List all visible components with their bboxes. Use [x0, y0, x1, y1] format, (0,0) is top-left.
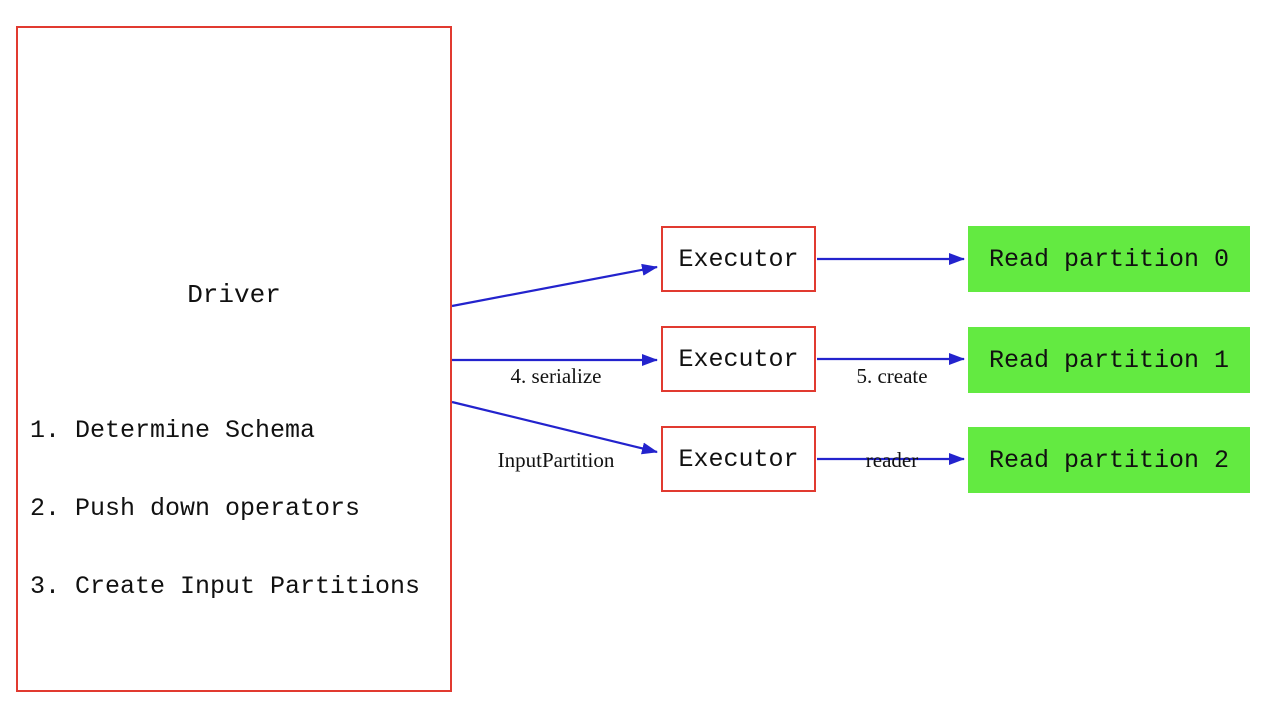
edge-label-serialize-line1: 4. serialize: [510, 364, 602, 388]
arrow-driver-to-executor-1: [451, 263, 658, 308]
executor-box-3: Executor: [661, 426, 816, 492]
read-partition-label-2: Read partition 2: [988, 445, 1230, 475]
edge-label-create-reader-line1: 5. create: [856, 364, 928, 388]
read-partition-box-2: Read partition 2: [968, 427, 1250, 493]
read-partition-box-1: Read partition 1: [968, 327, 1250, 393]
edge-label-serialize-inputpartition: 4. serialize InputPartition: [498, 306, 615, 530]
edge-label-create-reader: 5. create reader: [856, 306, 927, 530]
driver-steps-list: 1. Determine Schema 2. Push down operato…: [30, 366, 420, 652]
driver-step-1: 1. Determine Schema: [30, 416, 316, 445]
driver-step-2: 2. Push down operators: [30, 494, 361, 523]
read-partition-label-0: Read partition 0: [988, 244, 1230, 274]
executor-box-1: Executor: [661, 226, 816, 292]
executor-label-3: Executor: [678, 444, 799, 474]
edge-label-create-reader-line2: reader: [865, 448, 919, 472]
edge-label-serialize-line2: InputPartition: [497, 448, 615, 472]
executor-label-2: Executor: [678, 344, 799, 374]
executor-box-2: Executor: [661, 326, 816, 392]
executor-label-1: Executor: [678, 244, 799, 274]
read-partition-label-1: Read partition 1: [988, 345, 1230, 375]
read-partition-box-0: Read partition 0: [968, 226, 1250, 292]
driver-title: Driver: [187, 280, 281, 310]
driver-step-3: 3. Create Input Partitions: [30, 572, 421, 601]
driver-box: Driver 1. Determine Schema 2. Push down …: [16, 26, 452, 692]
